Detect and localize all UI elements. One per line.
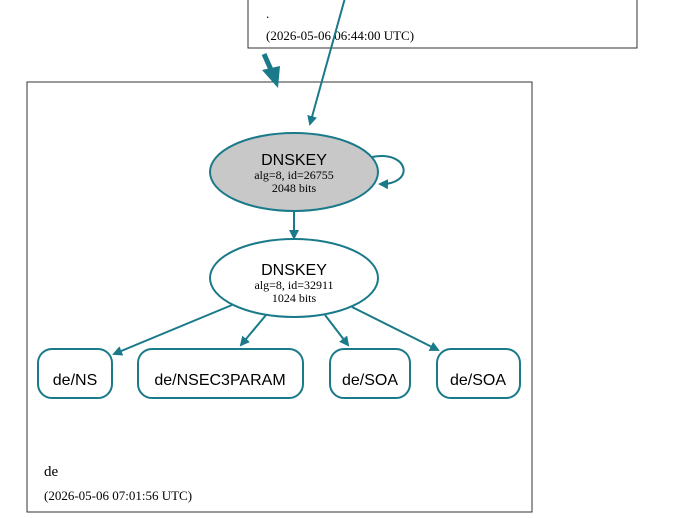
parent-zone-name: . <box>266 6 269 21</box>
zone-cluster: de (2026-05-06 07:01:56 UTC) <box>26 81 533 513</box>
record-label: de/SOA <box>342 372 398 389</box>
record-node-soa-2[interactable]: de/SOA <box>436 348 521 399</box>
zone-timestamp: (2026-05-06 07:01:56 UTC) <box>44 488 192 503</box>
record-label: de/NSEC3PARAM <box>154 372 285 389</box>
delegation-edge <box>261 52 280 88</box>
dnskey-node-ksk[interactable]: DNSKEY alg=8, id=26755 2048 bits <box>209 132 379 212</box>
ds-to-ksk-edge <box>307 0 346 126</box>
ksk-bits: 2048 bits <box>272 181 317 195</box>
zsk-to-records-edges <box>112 304 440 356</box>
record-node-nsec3param[interactable]: de/NSEC3PARAM <box>137 348 304 399</box>
record-label: de/SOA <box>450 372 506 389</box>
dnskey-node-zsk[interactable]: DNSKEY alg=8, id=32911 1024 bits <box>209 238 379 318</box>
zsk-detail: alg=8, id=32911 <box>254 278 333 292</box>
zone-name: de <box>44 464 59 480</box>
ksk-self-signature-loop <box>371 155 405 190</box>
zsk-bits: 1024 bits <box>272 291 317 305</box>
record-node-ns[interactable]: de/NS <box>37 348 113 399</box>
record-label: de/NS <box>53 372 97 389</box>
zsk-title: DNSKEY <box>261 262 327 279</box>
parent-zone-timestamp: (2026-05-06 06:44:00 UTC) <box>266 28 414 43</box>
ksk-detail: alg=8, id=26755 <box>254 168 334 182</box>
ksk-title: DNSKEY <box>261 152 327 169</box>
record-node-soa-1[interactable]: de/SOA <box>329 348 411 399</box>
parent-zone-cluster: . (2026-05-06 06:44:00 UTC) <box>247 0 638 49</box>
